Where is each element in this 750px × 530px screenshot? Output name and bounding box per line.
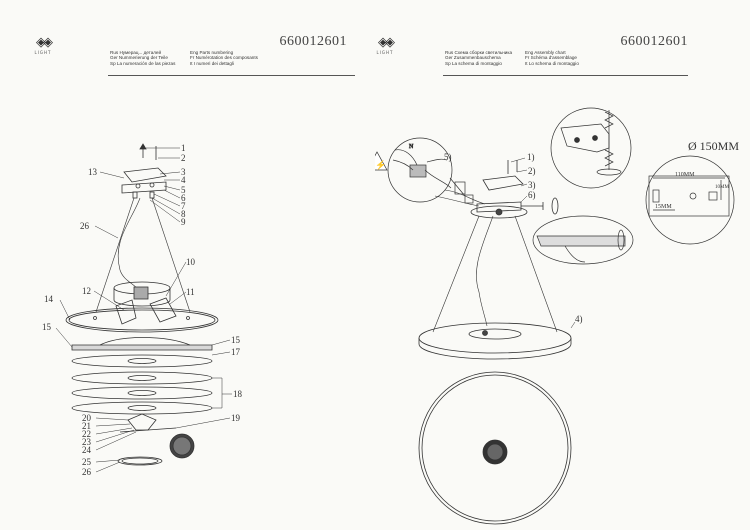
suspension-cables bbox=[95, 197, 191, 313]
wiring-lines bbox=[434, 189, 486, 207]
brand-logo: ◈◈ LIGHT bbox=[28, 35, 58, 56]
part-label: 1 bbox=[181, 143, 186, 153]
part-label: 14 bbox=[44, 294, 54, 304]
assembly-drawing: ⚡ N 5) bbox=[375, 107, 739, 525]
brand-logo: ◈◈ LIGHT bbox=[370, 35, 400, 56]
part-label: 21 bbox=[82, 421, 91, 431]
part-label: 2 bbox=[181, 153, 186, 163]
suspension-cables bbox=[432, 215, 558, 333]
step-label: 3) bbox=[528, 180, 536, 190]
part-label: 25 bbox=[82, 457, 92, 467]
dimension-label: 15MM bbox=[655, 204, 672, 210]
right-page: ◈◈ LIGHT 660012601 Rus Схема сборки свет… bbox=[375, 0, 750, 530]
diffuser-discs bbox=[71, 354, 213, 415]
part-label: 3 bbox=[181, 167, 186, 177]
step-label: 5) bbox=[444, 152, 452, 162]
product-code: 660012601 bbox=[620, 34, 688, 49]
disc-edge-detail bbox=[532, 215, 634, 265]
left-page: ◈◈ LIGHT 660012601 Rus Нумерац... детале… bbox=[28, 34, 355, 477]
part-label: 6 bbox=[181, 193, 186, 203]
diameter-label: Ø 150MM bbox=[688, 139, 739, 153]
part-label: 9 bbox=[181, 217, 186, 227]
step-label: 4) bbox=[575, 314, 583, 324]
header-rule bbox=[108, 75, 355, 76]
exploded-view-drawing: 1 2 3 4 5 6 7 8 9 10 11 12 13 14 15 15 1… bbox=[42, 143, 243, 477]
part-label: 20 bbox=[82, 413, 92, 423]
part-label: 10 bbox=[186, 257, 196, 267]
dimension-label: 10MM bbox=[715, 185, 729, 190]
product-code: 660012601 bbox=[279, 34, 347, 49]
part-label: 23 bbox=[82, 437, 92, 447]
frame-ring bbox=[71, 337, 213, 351]
part-labels: 1 2 3 4 5 6 7 8 9 10 11 12 13 14 15 15 1… bbox=[42, 143, 243, 477]
part-label: 18 bbox=[233, 389, 243, 399]
header-rule bbox=[443, 75, 688, 76]
part-label: 15 bbox=[231, 335, 241, 345]
dimension-label: 110MM bbox=[675, 172, 695, 178]
part-label: 7 bbox=[181, 201, 186, 211]
bottom-hardware bbox=[117, 413, 195, 466]
part-label: 26 bbox=[80, 221, 90, 231]
bracket-detail bbox=[550, 107, 632, 189]
driver-box bbox=[113, 281, 177, 325]
logo-icon: ◈◈ bbox=[378, 35, 395, 50]
step-label: 6) bbox=[528, 190, 536, 200]
part-label: 11 bbox=[186, 287, 195, 297]
part-label: 19 bbox=[231, 413, 241, 423]
wiring-detail: ⚡ N bbox=[375, 137, 474, 204]
light-disc bbox=[418, 322, 572, 360]
bottom-view bbox=[418, 371, 572, 525]
warning-icon: ⚡ bbox=[375, 159, 386, 171]
leader-lines bbox=[510, 157, 576, 329]
part-label: 24 bbox=[82, 445, 92, 455]
part-label: 17 bbox=[231, 347, 241, 357]
part-label: 22 bbox=[82, 429, 91, 439]
step-label: 2) bbox=[528, 166, 536, 176]
step-label: 1) bbox=[527, 152, 535, 162]
ceiling-bracket bbox=[470, 160, 559, 219]
part-label: 26 bbox=[82, 467, 92, 477]
ceiling-bracket bbox=[121, 143, 167, 199]
part-label: 15 bbox=[42, 322, 52, 332]
main-disc bbox=[65, 307, 219, 333]
leader-lines bbox=[55, 147, 232, 473]
part-label: 8 bbox=[181, 209, 186, 219]
wire-label: N bbox=[409, 144, 414, 150]
part-label: 5 bbox=[181, 185, 186, 195]
logo-icon: ◈◈ bbox=[36, 35, 53, 50]
part-label: 4 bbox=[181, 175, 186, 185]
part-label: 12 bbox=[82, 286, 91, 296]
dimension-detail bbox=[645, 155, 735, 245]
part-label: 13 bbox=[88, 167, 98, 177]
